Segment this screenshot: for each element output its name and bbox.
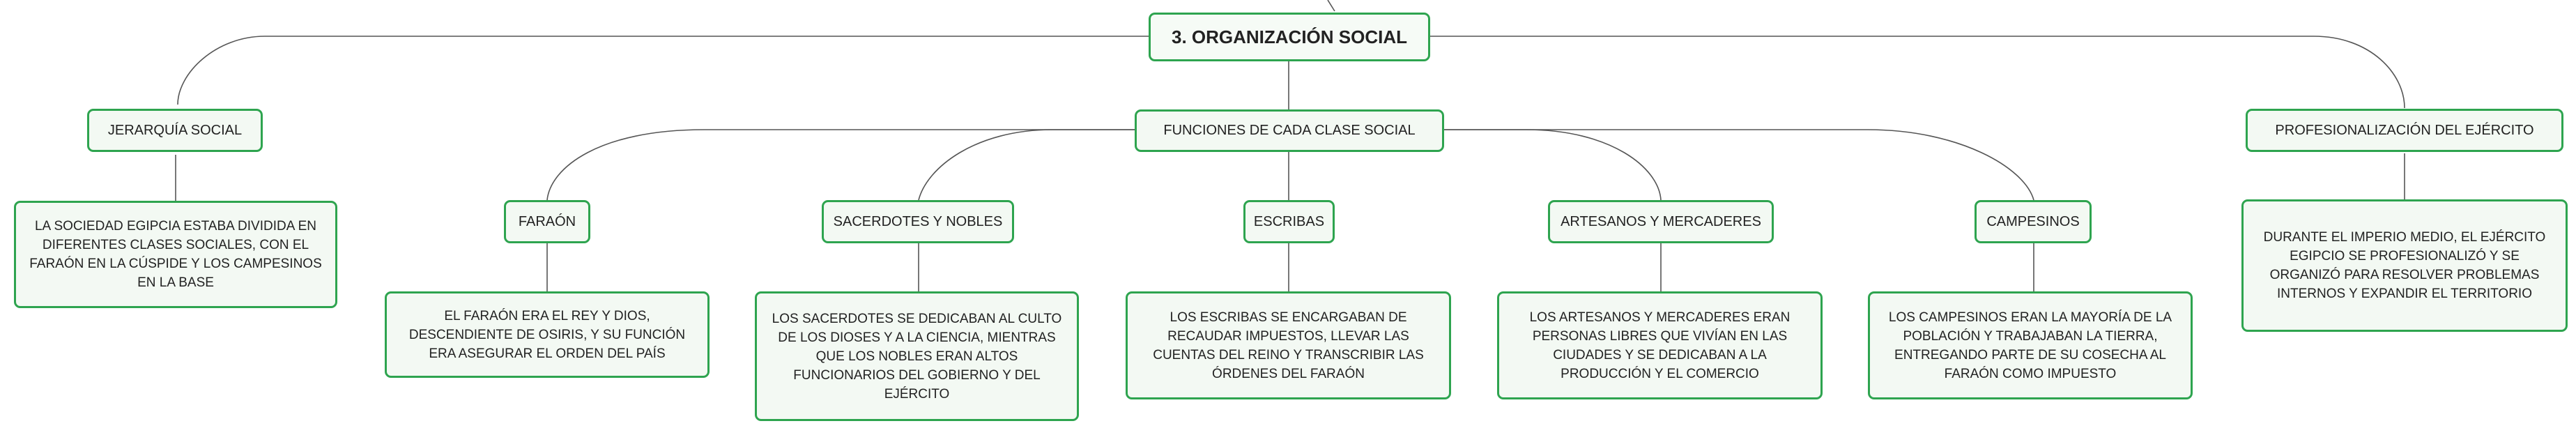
desc-faraon[interactable]: EL FARAÓN ERA EL REY Y DIOS, DESCENDIENT… xyxy=(385,291,710,378)
node-text: LOS SACERDOTES SE DEDICABAN AL CULTO DE … xyxy=(772,311,1062,402)
desc-campesinos[interactable]: LOS CAMPESINOS ERAN LA MAYORÍA DE LA POB… xyxy=(1868,291,2193,399)
desc-escribas[interactable]: LOS ESCRIBAS SE ENCARGABAN DE RECAUDAR I… xyxy=(1126,291,1451,399)
node-text: EL FARAÓN ERA EL REY Y DIOS, DESCENDIENT… xyxy=(408,308,686,361)
node-label: ESCRIBAS xyxy=(1253,213,1325,229)
node-label: FARAÓN xyxy=(518,213,576,229)
node-artesanos-mercaderes[interactable]: ARTESANOS Y MERCADERES xyxy=(1548,200,1774,243)
desc-profesionalizacion-ejercito[interactable]: DURANTE EL IMPERIO MEDIO, EL EJÉRCITO EG… xyxy=(2241,199,2568,332)
connector-funciones-sacerdotes xyxy=(918,129,1135,201)
desc-artesanos-mercaderes[interactable]: LOS ARTESANOS Y MERCADERES ERAN PERSONAS… xyxy=(1497,291,1823,399)
node-label: PROFESIONALIZACIÓN DEL EJÉRCITO xyxy=(2275,122,2534,138)
connector-funciones-faraon xyxy=(546,129,1135,201)
desc-sacerdotes-nobles[interactable]: LOS SACERDOTES SE DEDICABAN AL CULTO DE … xyxy=(755,291,1079,421)
node-text: LA SOCIEDAD EGIPCIA ESTABA DIVIDIDA EN D… xyxy=(29,219,322,290)
node-jerarquia-social[interactable]: JERARQUÍA SOCIAL xyxy=(87,109,263,152)
desc-jerarquia-social[interactable]: LA SOCIEDAD EGIPCIA ESTABA DIVIDIDA EN D… xyxy=(14,201,337,308)
node-text: DURANTE EL IMPERIO MEDIO, EL EJÉRCITO EG… xyxy=(2263,230,2546,301)
connector-root-ejercito xyxy=(1429,36,2405,109)
node-funciones-clase-social[interactable]: FUNCIONES DE CADA CLASE SOCIAL xyxy=(1135,109,1444,152)
node-label: FUNCIONES DE CADA CLASE SOCIAL xyxy=(1163,123,1416,138)
node-label: JERARQUÍA SOCIAL xyxy=(107,122,243,138)
node-campesinos[interactable]: CAMPESINOS xyxy=(1975,200,2092,243)
connector-funciones-artesanos xyxy=(1443,129,1662,201)
node-text: LOS ARTESANOS Y MERCADERES ERAN PERSONAS… xyxy=(1529,310,1791,381)
node-profesionalizacion-ejercito[interactable]: PROFESIONALIZACIÓN DEL EJÉRCITO xyxy=(2246,109,2563,152)
node-label: SACERDOTES Y NOBLES xyxy=(833,213,1003,229)
connector-incoming xyxy=(1327,0,1335,12)
connector-root-jerarquia xyxy=(177,36,1149,105)
node-text: LOS CAMPESINOS ERAN LA MAYORÍA DE LA POB… xyxy=(1888,310,2172,381)
connector-funciones-campesinos xyxy=(1443,129,2034,201)
root-title: 3. ORGANIZACIÓN SOCIAL xyxy=(1171,26,1407,47)
node-label: ARTESANOS Y MERCADERES xyxy=(1561,213,1761,229)
node-sacerdotes-nobles[interactable]: SACERDOTES Y NOBLES xyxy=(822,200,1014,243)
node-escribas[interactable]: ESCRIBAS xyxy=(1243,200,1335,243)
root-node[interactable]: 3. ORGANIZACIÓN SOCIAL xyxy=(1149,13,1430,61)
node-faraon[interactable]: FARAÓN xyxy=(504,200,590,243)
node-label: CAMPESINOS xyxy=(1986,213,2080,229)
node-text: LOS ESCRIBAS SE ENCARGABAN DE RECAUDAR I… xyxy=(1153,310,1424,381)
